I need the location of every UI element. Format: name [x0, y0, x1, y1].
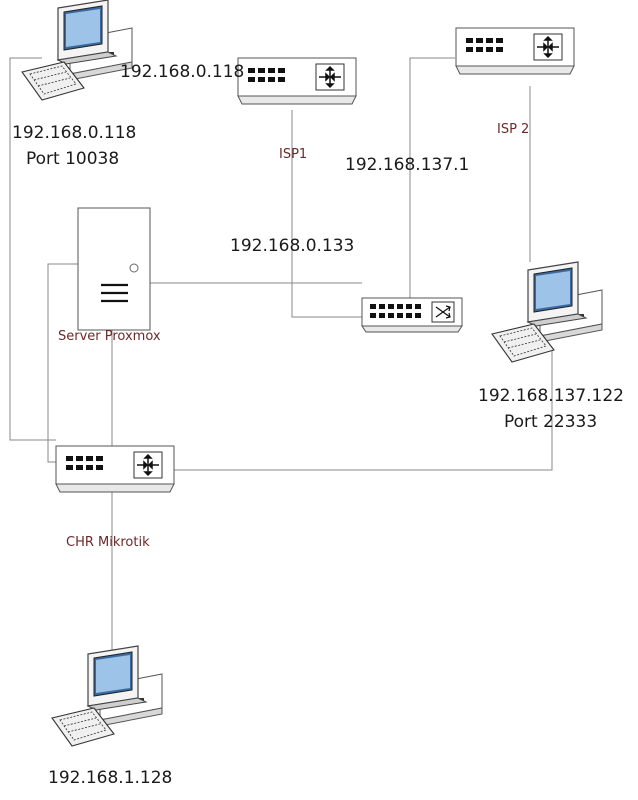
computer-icon [21, 0, 133, 101]
router-chr-mikrotik [55, 445, 175, 493]
pc-top-left-port-label: Port 10038 [26, 149, 119, 169]
link-server-to-chr [47, 263, 78, 463]
link-chr-to-pc-right [168, 350, 553, 471]
switch-center [361, 297, 463, 333]
pc-top-left-ip-label: 192.168.0.118 [12, 123, 136, 143]
chr-name-label: CHR Mikrotik [66, 535, 150, 550]
switch-icon [361, 297, 463, 333]
computer-icon [51, 645, 163, 747]
pc-right-ip-label: 192.168.137.122 [478, 386, 624, 406]
switch-ip-label: 192.168.0.133 [230, 236, 354, 256]
router-isp2 [455, 27, 575, 75]
server-name-label: Server Proxmox [58, 329, 161, 344]
pc-right-port-label: Port 22333 [504, 412, 597, 432]
network-links [9, 57, 553, 650]
isp2-ip-label: 192.168.137.1 [345, 155, 469, 175]
pc-top-left [21, 0, 133, 101]
link-isp1-to-switch [291, 110, 362, 318]
router-isp1 [237, 57, 357, 105]
isp2-name-label: ISP 2 [497, 122, 529, 137]
router-icon [237, 57, 357, 105]
link-isp2-to-switch [409, 57, 455, 298]
router-isp1-ip-label: 192.168.0.118 [120, 62, 244, 82]
server-icon [77, 207, 151, 331]
router-icon [455, 27, 575, 75]
pc-bottom-ip-label: 192.168.1.128 [48, 768, 172, 788]
computer-icon [491, 261, 603, 363]
router-icon [55, 445, 175, 493]
pc-right [491, 261, 603, 363]
server-proxmox [77, 207, 151, 331]
link-pc-left-to-chr [9, 57, 56, 441]
pc-bottom [51, 645, 163, 747]
isp1-name-label: ISP1 [279, 147, 307, 162]
